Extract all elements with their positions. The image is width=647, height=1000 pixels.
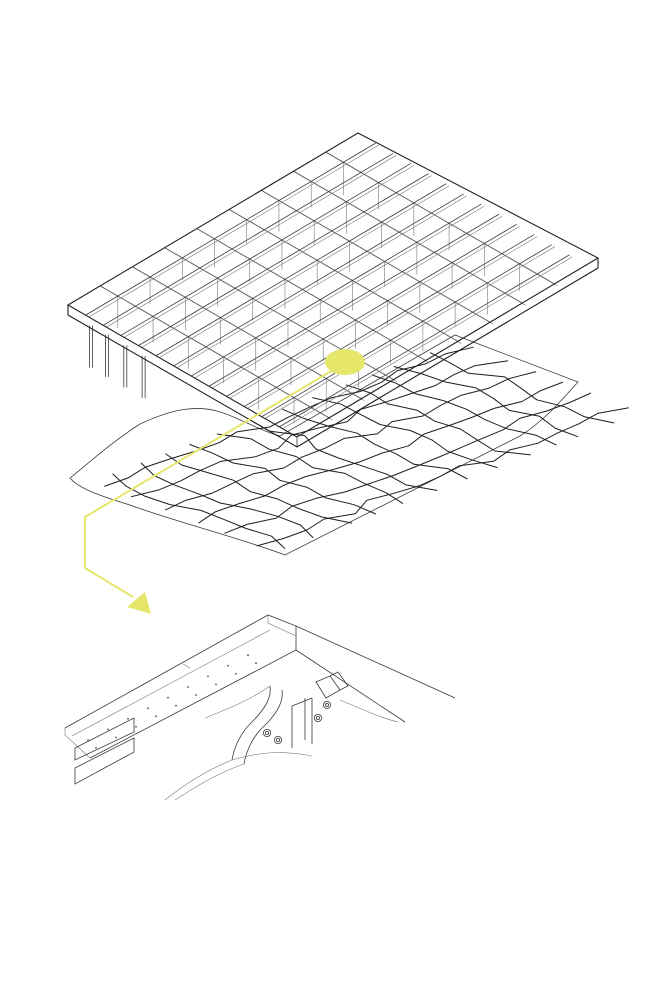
bolt-hole: [247, 654, 249, 657]
callout-arrowhead: [127, 592, 151, 614]
bolt-hole: [207, 675, 209, 678]
grid-member-cross: [261, 244, 552, 418]
callout-leader-line: [84, 369, 334, 598]
detail-upper-flange: [295, 625, 456, 723]
grid-member-cross: [243, 234, 535, 407]
grid-member-long-edge: [328, 153, 558, 287]
grid-member-cross: [85, 142, 376, 316]
detail-bolt-holes: [87, 654, 257, 749]
grid-member-cross-edge: [229, 226, 520, 399]
detail-rock-contour-b: [174, 763, 245, 801]
rock-crack-row: [130, 360, 509, 498]
bolt-nut: [324, 703, 329, 708]
rock-crack-row: [224, 392, 592, 534]
grid-member-cross: [138, 173, 429, 346]
detail-rock-contour-a: [164, 752, 313, 801]
grid-member-cross: [155, 183, 447, 357]
detail-bent-plate: [231, 685, 283, 765]
bolt-hole: [175, 704, 177, 707]
grid-member-cross: [103, 152, 394, 326]
rock-crack-column: [165, 453, 353, 524]
grid-member-cross-edge: [282, 256, 573, 430]
rock-crack-column: [371, 374, 557, 446]
grid-member-cross-edge: [158, 185, 450, 359]
grid-member-cross-edge: [176, 195, 467, 369]
bolt-hole: [155, 715, 157, 718]
rock-crack-column: [429, 352, 615, 424]
grid-member-cross: [191, 203, 482, 377]
bolt-hole: [235, 672, 237, 675]
detail-beam-face: [64, 629, 271, 759]
grid-member-cross: [208, 213, 500, 387]
bolt-hole: [255, 662, 257, 665]
bolt-hole: [167, 696, 169, 699]
bolt-hole: [187, 686, 189, 688]
bolt-hole: [227, 664, 229, 667]
bolt-nut: [315, 716, 320, 721]
grid-member-cross-edge: [123, 165, 414, 338]
rock-crack-column: [393, 366, 579, 438]
grid-member-cross: [173, 193, 464, 367]
callout-marker: [325, 349, 365, 375]
bolt-nut: [275, 738, 280, 743]
rock-crack-column: [189, 443, 376, 515]
bolt-hole: [127, 717, 129, 720]
rock-crack-column: [345, 384, 531, 456]
bolt: [262, 729, 271, 738]
rock-crack-row: [256, 407, 629, 547]
bolt: [313, 714, 322, 723]
rock-crack-column: [216, 433, 404, 505]
rock-crack-column: [140, 462, 314, 539]
detail-rock-contour-d: [339, 699, 399, 723]
steel-grid-frame: [66, 132, 600, 448]
detail-side-plate-upper: [74, 717, 135, 761]
grid-member-cross: [226, 224, 517, 397]
grid-member-cross-edge: [106, 155, 397, 328]
detail-bracket: [291, 697, 313, 748]
rock-crack-column: [281, 408, 468, 480]
rock-surface: [69, 334, 629, 556]
rock-cracks: [104, 346, 629, 549]
bolt-hole: [87, 739, 89, 741]
detail-callout: [84, 349, 365, 614]
grid-hangers: [89, 162, 520, 424]
rock-crack-column: [251, 420, 438, 491]
grid-member-cross-edge: [88, 144, 379, 318]
grid-member-cross: [279, 254, 570, 428]
detail-bolts: [262, 701, 331, 745]
bolt-hole: [215, 683, 217, 686]
rock-surface-outline: [69, 334, 579, 556]
detail-rock-contour-c: [204, 685, 271, 719]
detail-side-plate-lower: [74, 737, 135, 785]
detail-cleat: [315, 671, 349, 699]
detail-beam-flange: [182, 615, 297, 669]
grid-member-cross: [120, 163, 412, 336]
detail-beam-top: [64, 614, 297, 759]
rock-crack-row: [164, 371, 537, 511]
grid-member-cross-edge: [264, 246, 555, 419]
bolt-hole: [107, 728, 109, 731]
grid-members: [85, 142, 573, 430]
bolt: [322, 701, 331, 710]
grid-member-cross-edge: [247, 236, 538, 409]
bolt-nut: [264, 731, 269, 736]
bolt-hole: [147, 707, 149, 710]
bolt-hole: [115, 736, 117, 739]
grid-member-cross-edge: [141, 175, 432, 348]
grid-member-cross-edge: [211, 215, 503, 389]
connection-detail: [64, 614, 456, 801]
bolt: [273, 736, 282, 745]
bolt-hole: [195, 694, 197, 696]
bolt-hole: [95, 747, 97, 749]
rock-crack-row: [104, 346, 474, 487]
grid-member-cross-edge: [194, 205, 485, 379]
bolt-hole: [135, 725, 137, 728]
